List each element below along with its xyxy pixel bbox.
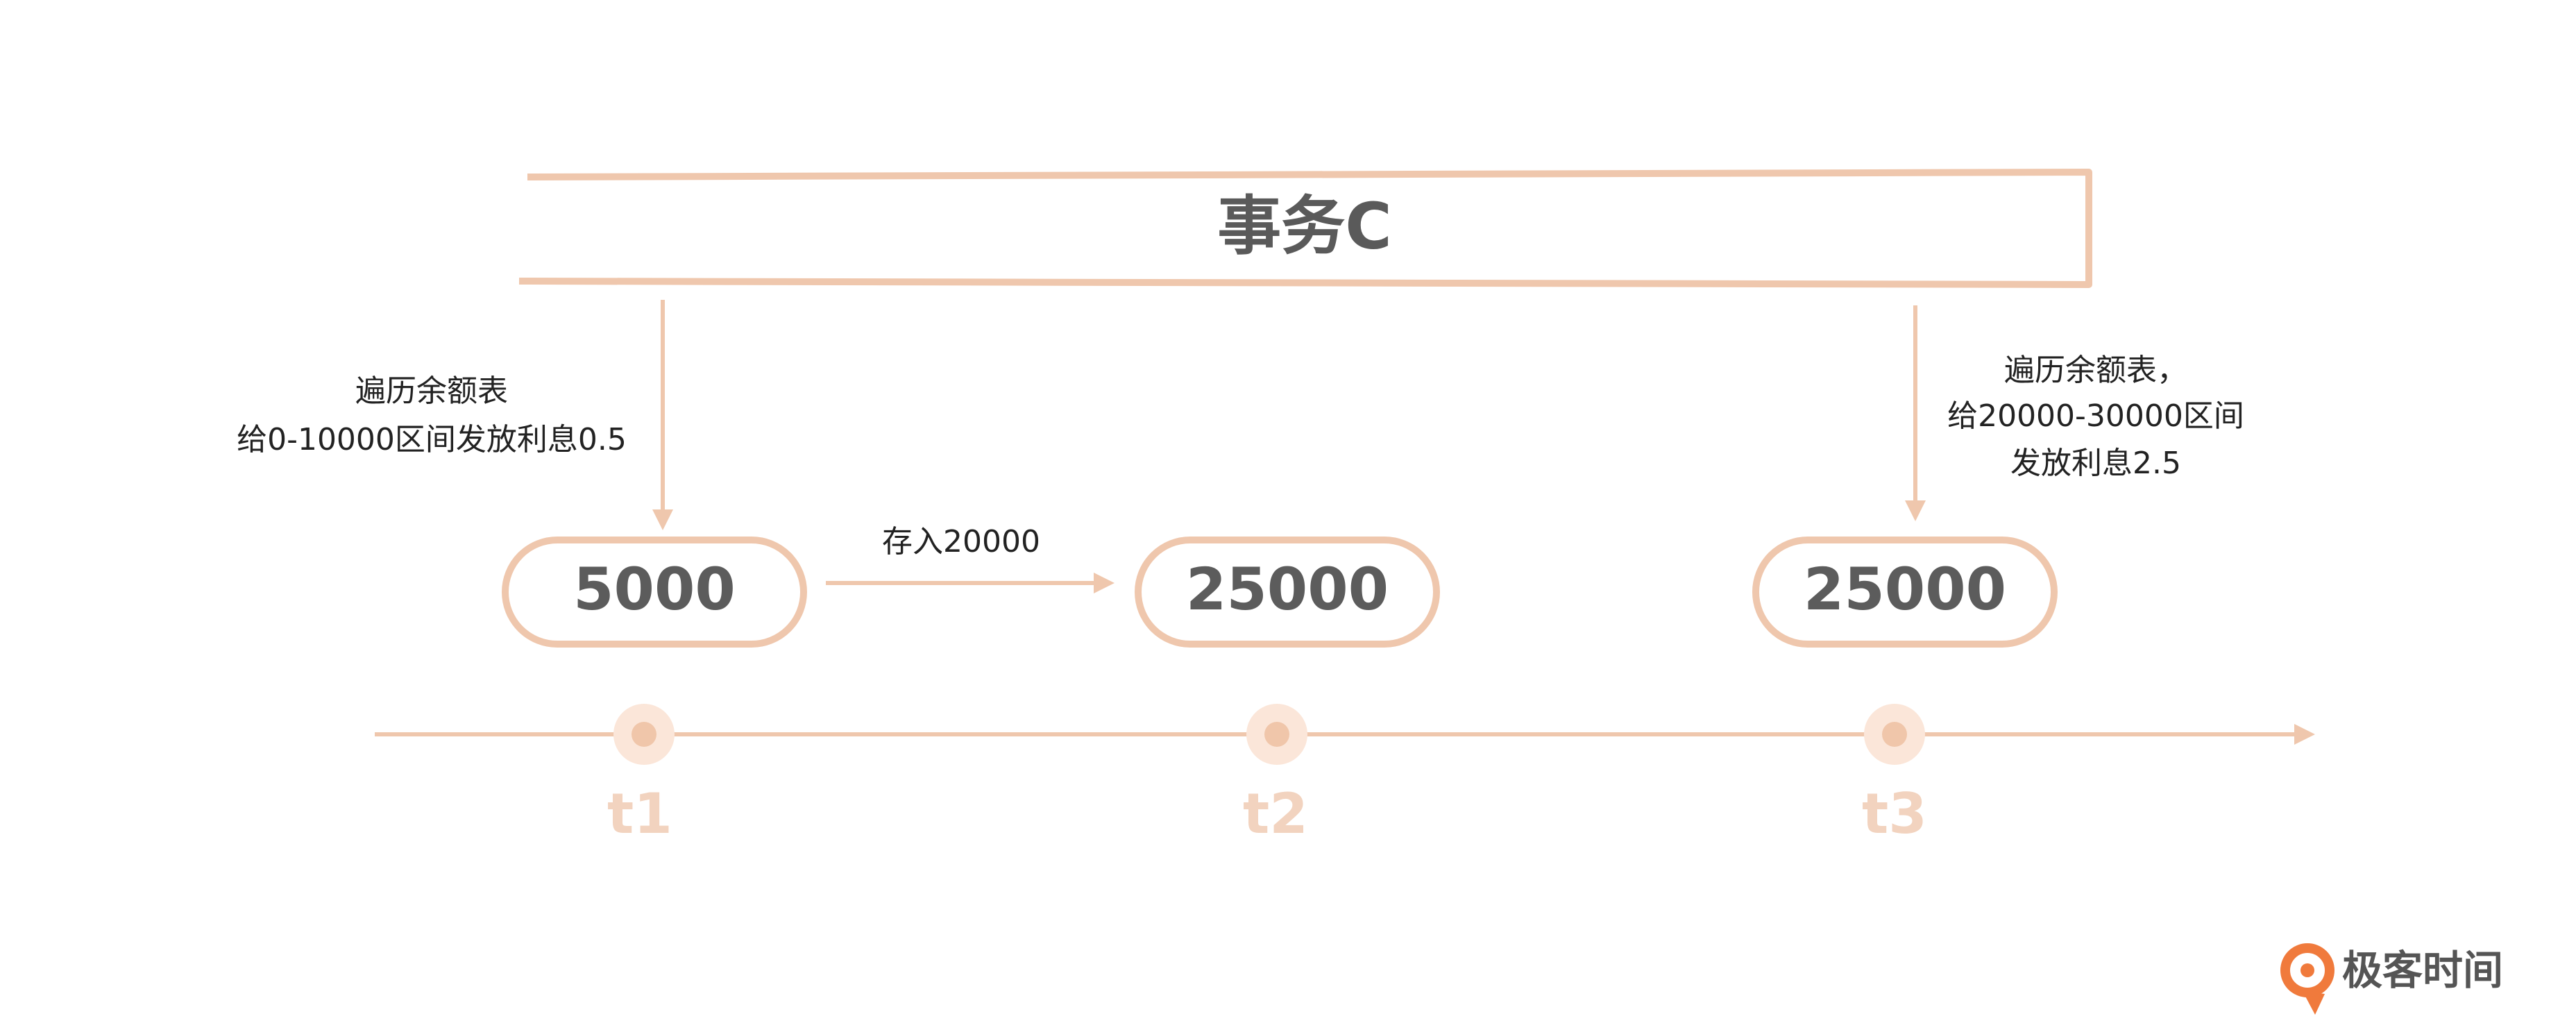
time-marker-t1: t1 <box>607 704 675 846</box>
brand: 极客时间 <box>2280 943 2503 1015</box>
transaction-bar-frame <box>518 169 2092 288</box>
transfer-label: 存入20000 <box>882 524 1040 559</box>
brand-name: 极客时间 <box>2342 947 2503 994</box>
value-t2: 25000 <box>1186 555 1389 623</box>
value-box-t3: 25000 <box>1752 537 2058 648</box>
time-marker-t3: t3 <box>1862 704 1927 846</box>
time-marker-t2: t2 <box>1243 704 1308 846</box>
note-t1: 遍历余额表 给0-10000区间发放利息0.5 <box>237 373 627 457</box>
brand-logo-icon <box>2280 943 2334 1015</box>
note-t1-line-1: 遍历余额表 <box>355 373 508 409</box>
transaction-bar: 事务C <box>518 169 2092 288</box>
time-label-t1: t1 <box>607 782 672 846</box>
time-dot-t1 <box>632 722 656 747</box>
note-t1-line-2: 给0-10000区间发放利息0.5 <box>237 422 627 457</box>
note-t3-line-2: 给20000-30000区间 <box>1947 398 2244 434</box>
transaction-label: 事务C <box>1217 189 1392 263</box>
value-box-t2: 25000 <box>1135 537 1440 648</box>
value-t1: 5000 <box>573 555 736 623</box>
time-dot-t2 <box>1264 722 1289 747</box>
time-dot-t3 <box>1882 722 1907 747</box>
note-t3: 遍历余额表， 给20000-30000区间 发放利息2.5 <box>1947 353 2244 481</box>
time-label-t3: t3 <box>1862 782 1927 846</box>
value-t3: 25000 <box>1804 555 2006 623</box>
time-label-t2: t2 <box>1243 782 1308 846</box>
value-box-t1: 5000 <box>502 537 807 648</box>
note-t3-line-1: 遍历余额表， <box>2004 353 2187 388</box>
note-t3-line-3: 发放利息2.5 <box>2010 446 2181 481</box>
